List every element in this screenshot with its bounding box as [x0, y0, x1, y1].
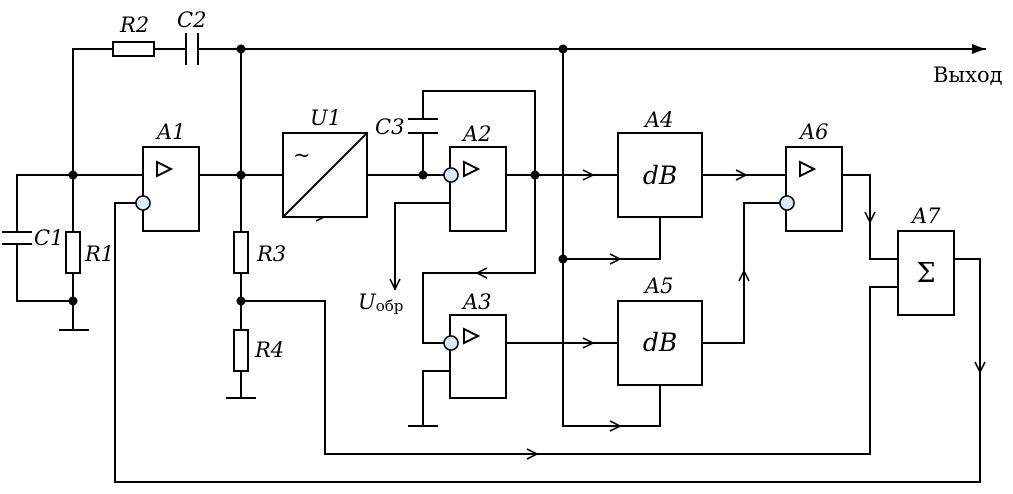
log-amplifier-a5: dB [617, 300, 703, 386]
node [68, 296, 78, 306]
node [418, 170, 428, 180]
resistor-r3 [233, 231, 249, 274]
capacitor-c1 [2, 231, 32, 245]
converter-u1: ~ [281, 131, 369, 219]
label-r2: R2 [119, 13, 149, 37]
wire-a7-out-down [114, 371, 981, 483]
resistor-r4 [233, 329, 249, 372]
a4-text: dB [643, 161, 677, 190]
wire-a5-bottom [562, 384, 661, 426]
resistor-r1 [65, 231, 81, 274]
label-a3: A3 [461, 290, 492, 314]
wire-top-left [72, 48, 114, 176]
wire-a6-a7-in [869, 221, 899, 260]
junction-dots [68, 44, 568, 306]
node [236, 170, 246, 180]
wire-r4-to-a7 [536, 286, 899, 455]
node [558, 44, 568, 54]
amplifier-triangle-icon [463, 327, 481, 345]
amplifier-a1 [135, 146, 200, 232]
label-c3: C3 [375, 115, 404, 139]
node [530, 170, 540, 180]
capacitor-c2 [185, 33, 199, 65]
wire-feedback-a1 [114, 202, 144, 483]
inverting-input-icon [779, 195, 795, 211]
label-a4: A4 [643, 108, 674, 132]
amplifier-triangle-icon [156, 160, 174, 178]
wire-r4-node [240, 300, 536, 455]
log-amplifier-a4: dB [617, 132, 703, 218]
labels: R2 C2 A1 C1 R1 U1 R3 R4 C3 A2 A3 A4 A5 A… [34, 8, 1003, 362]
wire-a4-bottom [562, 216, 661, 259]
inverting-input-icon [135, 195, 151, 211]
amplifier-triangle-icon [463, 160, 481, 178]
node [236, 296, 246, 306]
label-u-obr-sub: обр [376, 297, 404, 315]
inverting-input-icon [443, 167, 459, 183]
converter-symbol: ~ [293, 143, 311, 167]
wire-c1-top [16, 174, 144, 233]
wire-a3-input [422, 272, 452, 344]
amplifier-a2 [443, 146, 507, 232]
amplifier-triangle-icon [799, 160, 817, 178]
wire-a2-ref [395, 202, 452, 290]
label-c1: C1 [34, 226, 63, 250]
label-u-obr: Uобр [358, 290, 403, 315]
label-a2: A2 [461, 122, 492, 146]
label-a5: A5 [643, 274, 674, 298]
label-a7: A7 [910, 204, 941, 228]
a5-text: dB [643, 328, 677, 357]
amplifier-a3 [443, 314, 507, 399]
label-output: Выход [933, 63, 1003, 87]
wire-a3-ground [422, 370, 452, 427]
label-r4: R4 [254, 338, 284, 362]
inverting-input-icon [443, 335, 459, 351]
label-u-obr-main: U [358, 290, 377, 314]
label-u1: U1 [310, 106, 341, 130]
a7-text: Σ [916, 258, 935, 289]
node [68, 170, 78, 180]
summator-a7: Σ [897, 230, 955, 316]
node [236, 44, 246, 54]
label-r1: R1 [84, 242, 114, 266]
wire-c1-bottom [16, 243, 74, 302]
amplifier-a6 [779, 146, 843, 232]
wire-c3-loop [422, 90, 536, 274]
label-c2: C2 [177, 8, 206, 32]
label-r3: R3 [256, 242, 286, 266]
label-a1: A1 [155, 120, 186, 144]
capacitor-c3 [408, 118, 438, 134]
node [558, 254, 568, 264]
wire-a7-out [953, 258, 980, 373]
resistor-r2 [112, 41, 155, 57]
label-a6: A6 [798, 120, 829, 144]
wires [16, 44, 986, 483]
